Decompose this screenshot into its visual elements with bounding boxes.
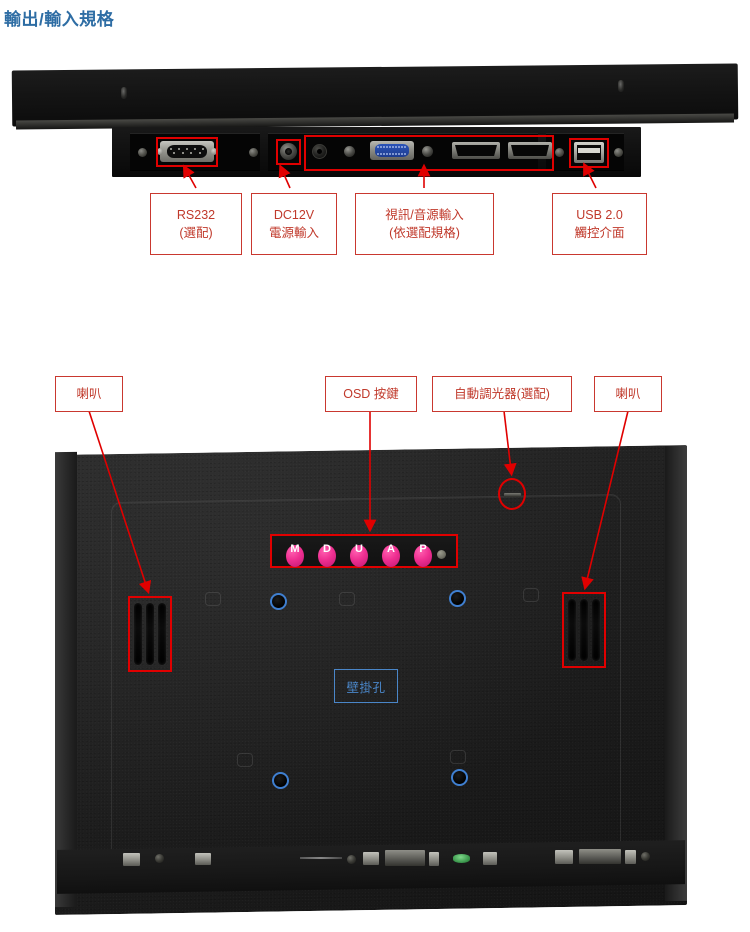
rear-bottom-screw-1 <box>155 854 164 863</box>
rear-bottom-vga-port <box>385 850 425 866</box>
osd-button-p-label: P <box>419 543 427 555</box>
callout-dc12v-line1: DC12V <box>273 207 315 222</box>
callout-dc12v: DC12V 電源輸入 <box>251 193 337 255</box>
rear-bottom-screw-3 <box>641 852 650 861</box>
callout-speaker-right-text: 喇叭 <box>615 386 641 401</box>
decorative-recess-4 <box>237 753 253 767</box>
osd-button-a-label: A <box>387 543 395 555</box>
housing-screw-left <box>121 87 127 99</box>
osd-button-u-label: U <box>355 543 363 555</box>
rear-bottom-port-2 <box>195 853 211 865</box>
osd-button-m-label: M <box>290 543 300 555</box>
callout-auto-dimmer: 自動調光器(選配) <box>432 376 572 412</box>
decorative-recess-2 <box>205 592 221 606</box>
rear-bottom-port-5 <box>483 852 497 865</box>
osd-button-d-label: D <box>323 543 331 555</box>
osd-button-p[interactable]: P <box>414 543 432 567</box>
osd-button-block: M D U A P <box>270 534 458 568</box>
vesa-hole-bottom-right <box>451 769 468 786</box>
hdmi-port-2 <box>508 142 552 159</box>
callout-video-audio-line1: 視訊/音源輸入 <box>385 207 464 222</box>
callout-osd-keys: OSD 按鍵 <box>325 376 417 412</box>
callout-usb-line1: USB 2.0 <box>576 207 623 222</box>
io-connector-panel-photo <box>8 63 742 178</box>
rear-bottom-audio-jack <box>453 854 470 863</box>
vesa-mount-label: 壁掛孔 <box>334 669 398 703</box>
vesa-hole-top-left <box>270 593 287 610</box>
osd-button-a[interactable]: A <box>382 543 400 567</box>
rear-bottom-dvi-port <box>579 849 621 864</box>
chassis-rim-right <box>665 445 687 902</box>
usb-shell <box>577 145 601 160</box>
callout-osd-keys-text: OSD 按鍵 <box>343 386 399 401</box>
page-title: 輸出/輸入規格 <box>4 10 115 29</box>
housing-screw-right <box>618 80 624 92</box>
vesa-hole-top-right <box>449 590 466 607</box>
db9-screw-left <box>157 148 163 155</box>
usb-2-0-port <box>574 142 604 163</box>
rear-bottom-port-4 <box>429 852 439 866</box>
callout-dc12v-line2: 電源輸入 <box>268 226 319 240</box>
connector-bar <box>112 127 641 177</box>
rs232-db9-port <box>157 141 217 162</box>
decorative-recess-5 <box>450 750 466 764</box>
callout-video-audio-line2: (依選配規格) <box>389 226 460 240</box>
rear-bottom-slot <box>300 857 342 859</box>
rear-bottom-screw-2 <box>347 855 356 864</box>
vga-pin-holes <box>377 146 407 155</box>
vga-shell <box>375 144 409 157</box>
osd-button-m[interactable]: M <box>286 543 304 567</box>
rear-bottom-port-6 <box>555 850 573 864</box>
chassis-rim-left <box>55 451 77 908</box>
callout-auto-dimmer-text: 自動調光器(選配) <box>454 386 550 401</box>
panel-screw-5 <box>614 148 623 157</box>
dc12v-power-jack <box>280 143 297 160</box>
rear-bottom-port-1 <box>123 853 140 866</box>
panel-screw-2 <box>249 148 258 157</box>
hdmi-port-2-shell <box>511 145 549 156</box>
decorative-recess-3 <box>523 588 539 602</box>
auto-dimmer-light-sensor <box>498 478 526 510</box>
callout-video-audio: 視訊/音源輸入 (依選配規格) <box>355 193 494 255</box>
db9-pin-row-2 <box>172 152 201 158</box>
panel-screw-1 <box>138 148 147 157</box>
audio-line-in-jack <box>312 144 327 159</box>
power-led-indicator <box>437 550 446 559</box>
db9-screw-right <box>211 148 217 155</box>
rear-bottom-port-7 <box>625 850 636 864</box>
vesa-mount-label-text: 壁掛孔 <box>346 680 386 695</box>
callout-speaker-left: 喇叭 <box>55 376 123 412</box>
usb-tongue <box>578 148 600 153</box>
osd-button-d[interactable]: D <box>318 543 336 567</box>
callout-rs232-line1: RS232 <box>176 207 216 222</box>
osd-button-u[interactable]: U <box>350 543 368 567</box>
callout-usb: USB 2.0 觸控介面 <box>552 193 647 255</box>
hdmi-port-1 <box>452 142 500 159</box>
callout-rs232-line2: (選配) <box>179 226 213 240</box>
monitor-rear-photo <box>55 440 695 918</box>
callout-rs232: RS232 (選配) <box>150 193 242 255</box>
callout-speaker-left-text: 喇叭 <box>76 386 102 401</box>
db9-shell <box>166 145 208 159</box>
vesa-hole-bottom-left <box>272 772 289 789</box>
decorative-recess-1 <box>339 592 355 606</box>
hdmi-port-1-shell <box>455 145 497 156</box>
audio-line-out-jack <box>344 146 355 157</box>
speaker-grille-right <box>562 592 606 668</box>
vga-screw-right <box>422 146 433 157</box>
rear-bottom-port-3 <box>363 852 379 865</box>
vga-port <box>370 141 414 160</box>
speaker-grille-left <box>128 596 172 672</box>
callout-usb-line2: 觸控介面 <box>574 226 625 240</box>
callout-speaker-right: 喇叭 <box>594 376 662 412</box>
panel-screw-4 <box>555 148 564 157</box>
